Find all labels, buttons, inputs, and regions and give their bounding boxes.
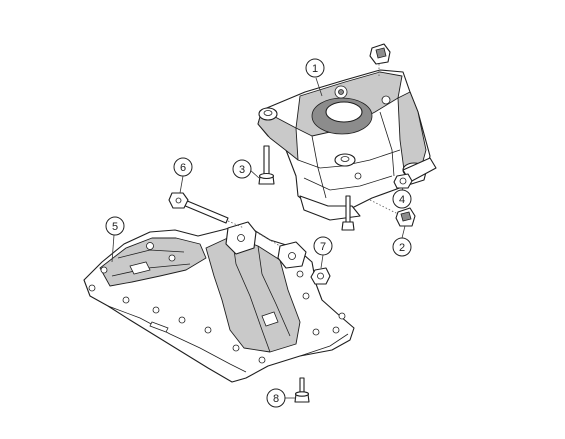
bracket-guide-line bbox=[255, 231, 281, 247]
long-bolt-6 bbox=[168, 192, 229, 224]
callout-1: 1 bbox=[305, 58, 325, 78]
subframe-nut-7 bbox=[310, 267, 331, 285]
callout-3-label: 3 bbox=[239, 164, 245, 176]
callout-2-label: 2 bbox=[399, 242, 405, 254]
mount-bolt-3 bbox=[258, 145, 275, 185]
engine-mount-bracket bbox=[257, 69, 437, 221]
callout-8: 8 bbox=[266, 388, 286, 408]
callout-8-label: 8 bbox=[273, 393, 279, 405]
callout-5: 5 bbox=[105, 216, 125, 236]
callout-4: 4 bbox=[392, 189, 412, 209]
subframe-bolt-8 bbox=[294, 377, 310, 403]
callout-5-label: 5 bbox=[112, 221, 118, 233]
callout-1-label: 1 bbox=[312, 63, 318, 75]
bolt6-guide-line bbox=[227, 220, 245, 229]
leader-lines bbox=[111, 77, 406, 399]
callout-7: 7 bbox=[313, 236, 333, 256]
mount-clip-2 bbox=[395, 207, 416, 227]
callout-6-label: 6 bbox=[180, 162, 186, 174]
mount-clip-top bbox=[369, 43, 391, 65]
mount-nut-4 bbox=[393, 173, 413, 189]
callout-4-label: 4 bbox=[399, 194, 405, 206]
callout-3: 3 bbox=[232, 159, 252, 179]
callout-6: 6 bbox=[173, 157, 193, 177]
callout-2: 2 bbox=[392, 237, 412, 257]
callout-7-label: 7 bbox=[320, 241, 326, 253]
mount-lower-bolt bbox=[341, 195, 355, 231]
subframe-crossmember bbox=[83, 221, 355, 383]
